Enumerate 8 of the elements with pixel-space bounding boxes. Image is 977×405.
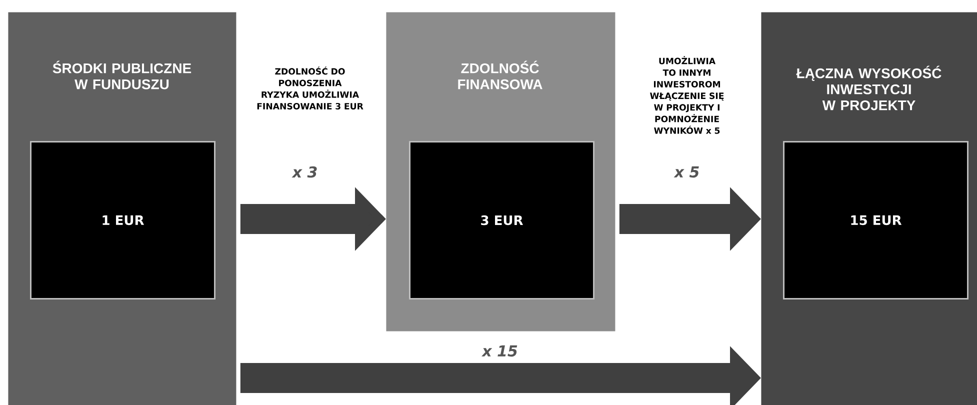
amount-box: 3 EUR xyxy=(409,141,594,300)
edge-label: x 5 xyxy=(674,166,699,178)
edge-label: x 3 xyxy=(292,166,317,178)
amount-box: 15 EUR xyxy=(783,141,968,300)
description-text: UMOŻLIWIA TO INNYM INWESTOROM WŁĄCZENIE SIĘ W PROJEKTY I POMNOŻENIE WYNIKÓW x 5 xyxy=(650,56,724,134)
description-text: ZDOLNOŚĆ DO PONOSZENIA RYZYKA UMOŻLIWIA FINANSOWANIE 3 EUR xyxy=(257,66,364,110)
edge-label: x 15 xyxy=(482,345,518,357)
amount-box: 1 EUR xyxy=(30,141,216,300)
